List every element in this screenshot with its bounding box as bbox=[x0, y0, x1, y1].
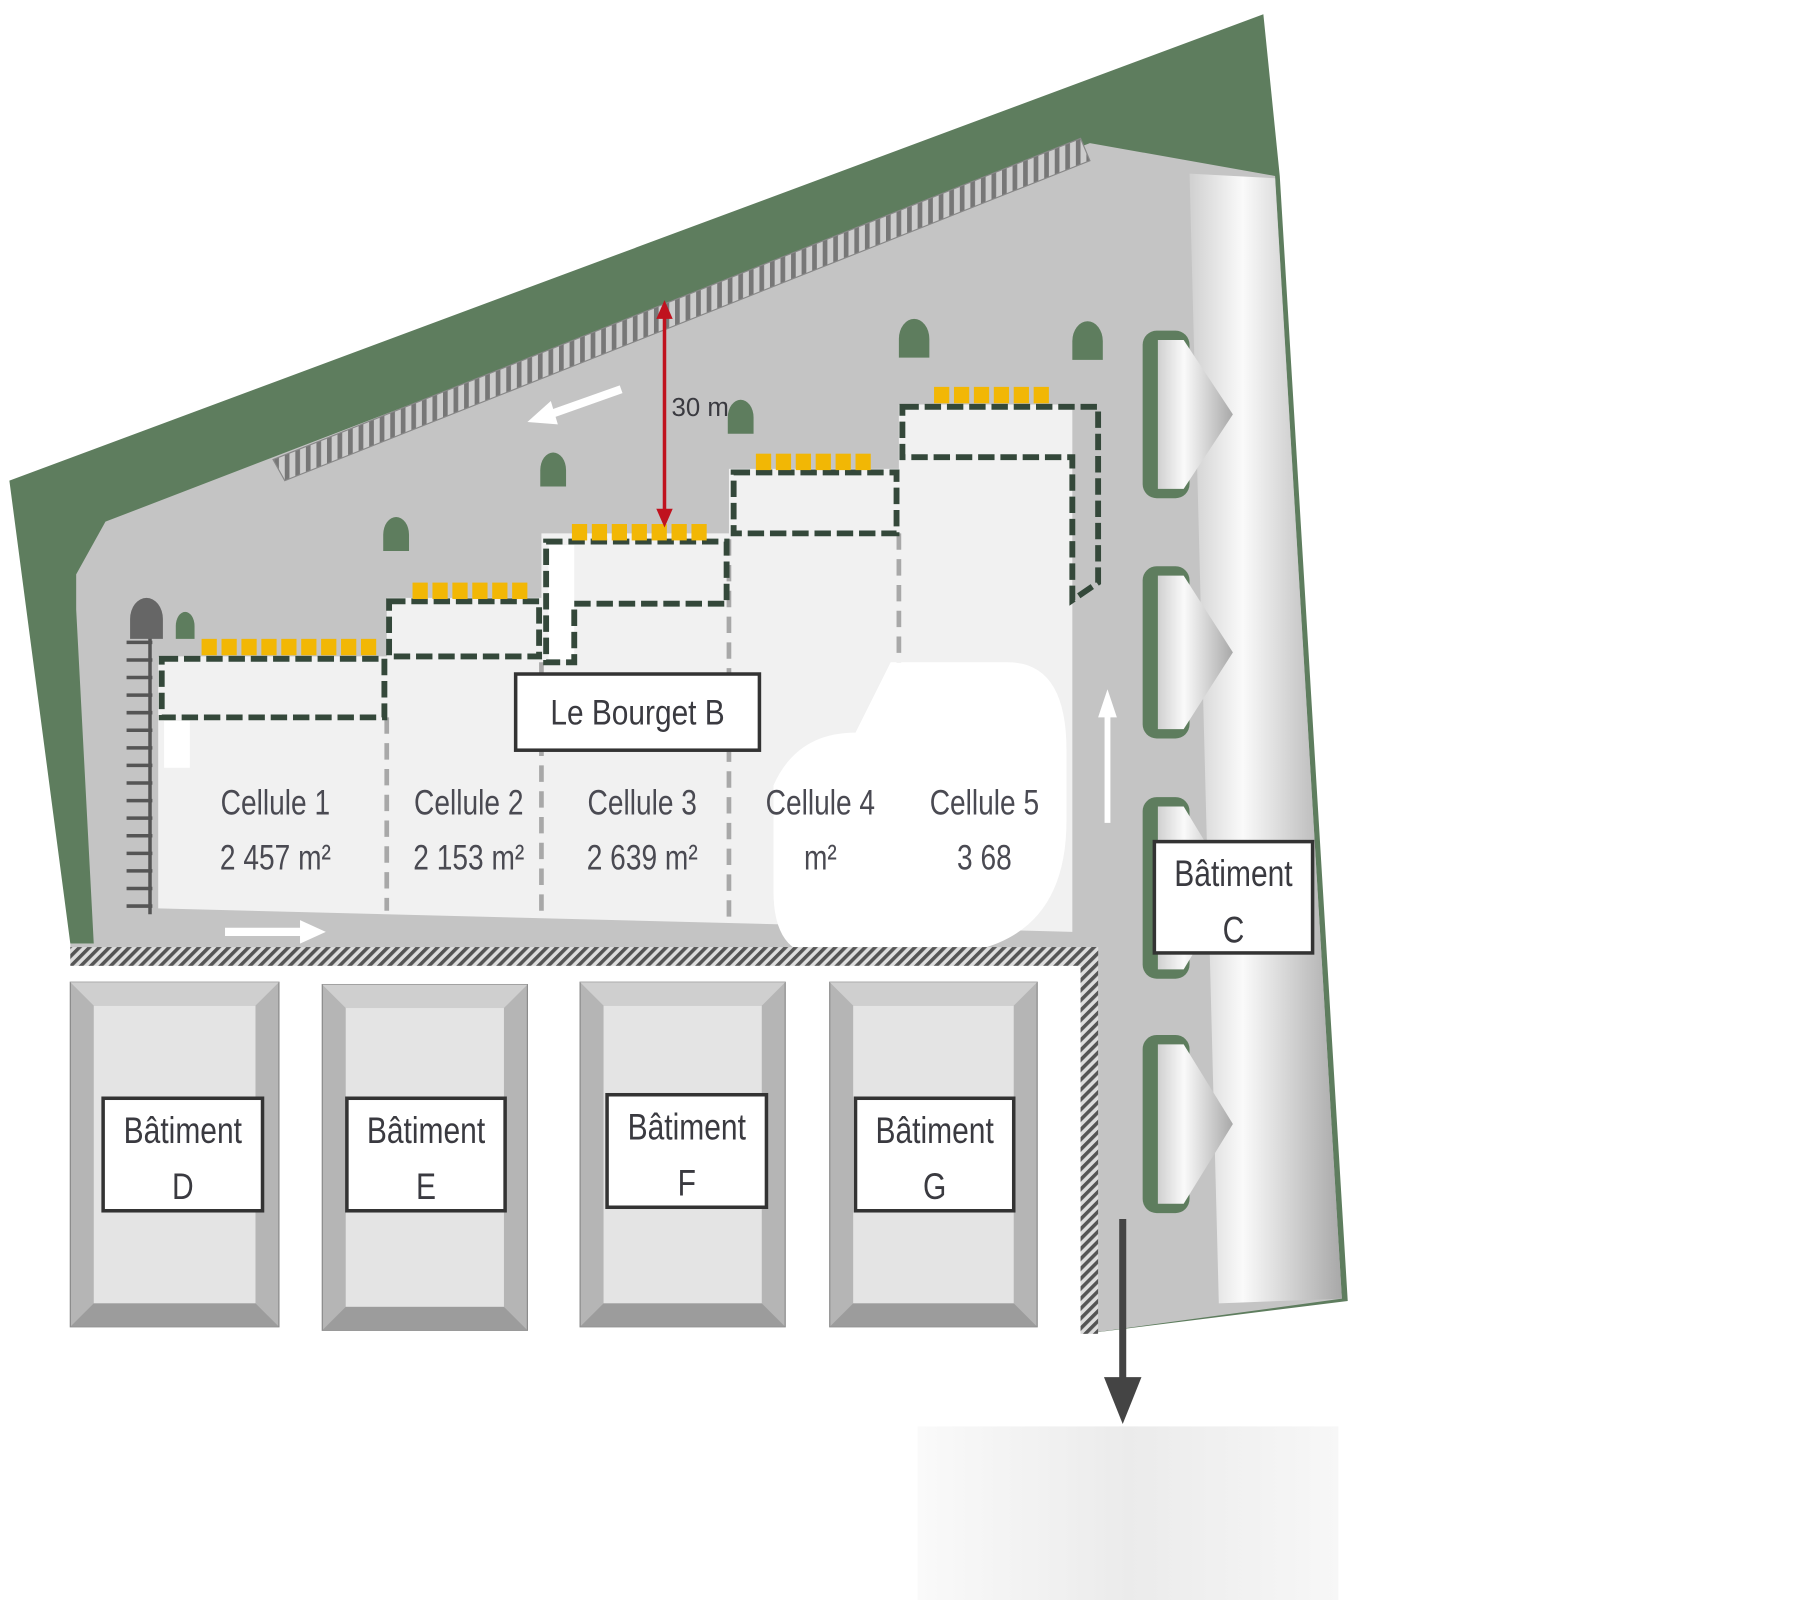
cell-name: Cellule 5 bbox=[930, 783, 1039, 823]
green-bollards bbox=[130, 318, 1103, 639]
building-label: Bâtiment bbox=[367, 1110, 486, 1152]
building-letter: E bbox=[416, 1166, 436, 1208]
parking-spaces-strip bbox=[272, 137, 1091, 482]
building-letter: G bbox=[923, 1166, 946, 1208]
cell-area: 2 153 m² bbox=[413, 838, 524, 878]
building-title: Le Bourget B bbox=[550, 692, 724, 732]
dock-zones bbox=[158, 403, 1102, 721]
building-label: Bâtiment bbox=[875, 1110, 994, 1152]
bollard bbox=[898, 318, 930, 358]
cell-area: 3 68 bbox=[957, 838, 1012, 878]
cell-area: 2 457 m² bbox=[220, 838, 331, 878]
road-border-vertical bbox=[1080, 947, 1099, 1334]
bollard bbox=[175, 611, 195, 639]
exit-arrow bbox=[1103, 1218, 1142, 1425]
title-box bbox=[513, 672, 762, 752]
cell-name: Cellule 3 bbox=[588, 783, 697, 823]
cell-name: Cellule 4 bbox=[766, 783, 875, 823]
cell-area: 2 639 m² bbox=[587, 838, 698, 878]
bollard bbox=[130, 597, 163, 639]
building-c-shape bbox=[1189, 173, 1342, 1304]
building-letter: C bbox=[1223, 909, 1245, 951]
cell-name: Cellule 2 bbox=[414, 783, 523, 823]
bollard bbox=[383, 516, 410, 551]
building-label: Bâtiment bbox=[1174, 853, 1293, 895]
distance-arrow bbox=[656, 300, 673, 528]
building-label-box bbox=[853, 1096, 1016, 1213]
building-label-box bbox=[1152, 839, 1315, 955]
bollard bbox=[727, 399, 754, 434]
building-label: Bâtiment bbox=[124, 1110, 243, 1152]
cell-area: m² bbox=[804, 838, 837, 878]
building-label-box bbox=[101, 1096, 265, 1213]
white-overlay-blob bbox=[773, 662, 1067, 956]
left-parking-ladder bbox=[126, 632, 153, 915]
traffic-arrows bbox=[225, 385, 1117, 944]
building-label-box bbox=[605, 1092, 769, 1210]
building-label: Bâtiment bbox=[628, 1106, 747, 1148]
bollard bbox=[1072, 321, 1103, 360]
road-border-horizontal bbox=[70, 947, 1099, 966]
building-letter: F bbox=[678, 1162, 696, 1204]
loading-doors bbox=[201, 386, 1049, 656]
bollard bbox=[540, 452, 567, 487]
faded-box bbox=[917, 1426, 1339, 1600]
dock-areas bbox=[164, 545, 575, 768]
building-letter: D bbox=[172, 1166, 194, 1208]
building-label-box bbox=[345, 1096, 507, 1213]
cell-name: Cellule 1 bbox=[221, 783, 330, 823]
distance-label: 30 m bbox=[672, 394, 729, 422]
